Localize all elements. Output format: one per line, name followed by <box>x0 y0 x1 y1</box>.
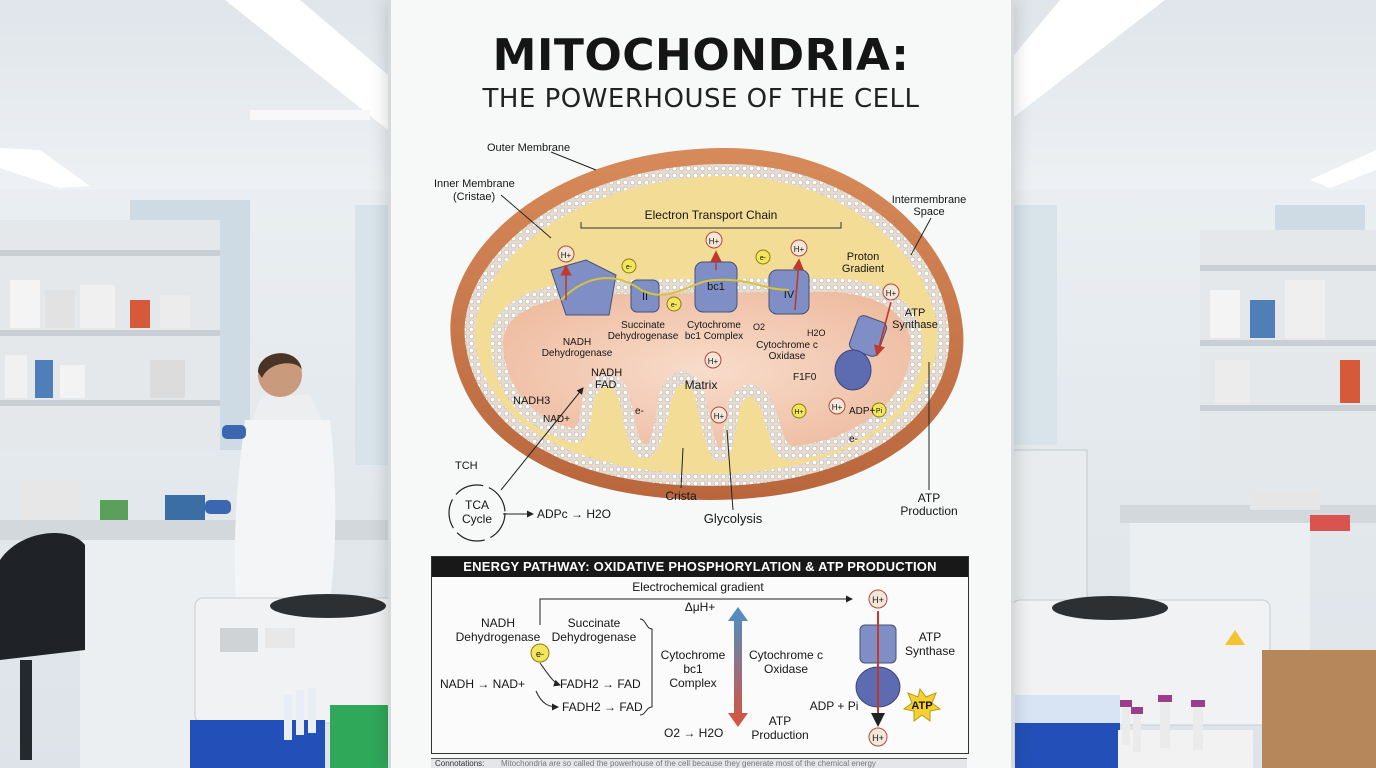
atp-production-label: ATP <box>918 491 940 505</box>
atp-synthase-label: ATP <box>905 307 926 319</box>
svg-text:Oxidase: Oxidase <box>764 662 808 676</box>
cytochrome-bc1-label: Cytochrome <box>687 320 741 331</box>
complex-iv-cytochrome-c-oxidase: IV <box>769 270 809 314</box>
svg-text:Gradient: Gradient <box>842 263 884 275</box>
f1f0-label: F1F0 <box>793 372 817 383</box>
svg-text:Dehydrogenase: Dehydrogenase <box>552 630 637 644</box>
svg-text:Synthase: Synthase <box>905 644 955 658</box>
svg-text:H+: H+ <box>708 357 719 366</box>
nadh3-label: NADH3 <box>513 395 550 407</box>
footer-label: Connotations: <box>435 759 484 768</box>
cardboard-boxes <box>1262 650 1376 768</box>
svg-text:e-: e- <box>849 434 858 445</box>
svg-text:bc1 Complex: bc1 Complex <box>685 331 743 342</box>
svg-text:e-: e- <box>760 255 767 262</box>
svg-text:Dehydrogenase: Dehydrogenase <box>608 331 679 342</box>
panel-atp-synthase <box>856 611 900 725</box>
tca-cycle: TCA Cycle <box>449 485 505 541</box>
panel-proton-top: H+ <box>872 595 884 605</box>
panel-succinate-dh-label: Succinate <box>568 616 621 630</box>
svg-text:H+: H+ <box>794 245 805 254</box>
svg-text:H+: H+ <box>832 403 843 412</box>
fad-label: FAD <box>595 379 616 391</box>
outer-membrane-label: Outer Membrane <box>487 142 570 154</box>
svg-text:Space: Space <box>913 206 944 218</box>
svg-text:Production: Production <box>751 728 808 742</box>
nadh-label: NADH <box>591 367 622 379</box>
svg-text:Dehydrogenase: Dehydrogenase <box>456 630 541 644</box>
glycolysis-label: Glycolysis <box>704 511 763 526</box>
svg-text:e-: e- <box>635 406 644 417</box>
panel-atp-synthase-label: ATP <box>919 630 941 644</box>
crista-label: Crista <box>665 489 697 503</box>
adp-pi-label: ADP+ <box>849 406 876 417</box>
mitochondrion-diagram: Electron Transport Chain II bc1 IV <box>391 130 1011 550</box>
panel-atp-production-label: ATP <box>769 714 791 728</box>
inner-membrane-label: Inner Membrane <box>434 178 515 190</box>
svg-text:Dehydrogenase: Dehydrogenase <box>542 348 613 359</box>
o2-to-h2o-label: O2 → H2O <box>664 726 723 740</box>
complex-bc1-label: bc1 <box>707 281 725 293</box>
shelves-right <box>1200 230 1376 480</box>
o2-label: O2 <box>753 322 765 332</box>
complex-ii-succinate-dehydrogenase: II <box>631 280 659 312</box>
svg-text:Cycle: Cycle <box>462 512 492 526</box>
atp-label: ATP <box>911 700 932 712</box>
svg-text:Synthase: Synthase <box>892 319 938 331</box>
nad-plus-label: NAD+ <box>543 414 570 425</box>
svg-text:e-: e- <box>671 302 678 309</box>
succinate-dehydrogenase-label: Succinate <box>621 320 665 331</box>
tca-label: TCA <box>465 498 489 512</box>
mitochondria-poster: MITOCHONDRIA: THE POWERHOUSE OF THE CELL <box>388 0 1014 768</box>
proton-gradient-label: Proton <box>847 251 879 263</box>
poster-subtitle: THE POWERHOUSE OF THE CELL <box>391 84 1011 114</box>
panel-cyt-bc1-label: Cytochrome <box>661 648 726 662</box>
adp-h2o-label: ADPc → H2O <box>537 507 611 521</box>
energy-pathway-header: ENERGY PATHWAY: OXIDATIVE PHOSPHORYLATIO… <box>432 557 968 577</box>
energy-pathway-panel: ENERGY PATHWAY: OXIDATIVE PHOSPHORYLATIO… <box>431 556 969 754</box>
fadh2-fad-label-1: FADH2 → FAD <box>560 677 641 691</box>
matrix-label: Matrix <box>685 378 718 392</box>
window-right <box>1012 205 1057 445</box>
svg-text:bc1: bc1 <box>683 662 703 676</box>
panel-cyt-c-ox-label: Cytochrome c <box>749 648 823 662</box>
poster-title: MITOCHONDRIA: <box>391 30 1011 81</box>
panel-electron: e- <box>536 649 544 659</box>
svg-text:H+: H+ <box>714 412 725 421</box>
svg-text:e-: e- <box>626 264 633 271</box>
energy-pathway-diagram: Electrochemical gradient ΔμH+ NADH Dehyd… <box>432 577 968 753</box>
svg-text:H+: H+ <box>794 409 803 416</box>
svg-text:Production: Production <box>900 504 957 518</box>
svg-text:Oxidase: Oxidase <box>769 351 806 362</box>
fadh2-fad-label-2: FADH2 → FAD <box>562 700 643 714</box>
h2o-label: H2O <box>807 328 826 338</box>
poster-footer: Connotations: Mitochondria are so called… <box>431 758 967 768</box>
svg-text:H+: H+ <box>886 289 897 298</box>
shelves-left <box>0 220 220 450</box>
cytochrome-c-oxidase-label: Cytochrome c <box>756 340 818 351</box>
panel-proton-bottom: H+ <box>872 733 884 743</box>
nadh-dehydrogenase-label: NADH <box>563 337 591 348</box>
panel-nadh-dh-label: NADH <box>481 616 515 630</box>
delta-mu-label: ΔμH+ <box>685 600 716 614</box>
etc-label: Electron Transport Chain <box>645 208 778 222</box>
svg-text:H+: H+ <box>561 251 572 260</box>
svg-text:Pi: Pi <box>876 408 883 415</box>
svg-text:H+: H+ <box>709 237 720 246</box>
svg-text:(Cristae): (Cristae) <box>453 191 495 203</box>
intermembrane-space-label: Intermembrane <box>892 194 967 206</box>
panel-adp-pi-label: ADP + Pi <box>810 699 859 713</box>
tch-label: TCH <box>455 460 478 472</box>
electrochemical-gradient-label: Electrochemical gradient <box>632 580 764 594</box>
svg-text:Complex: Complex <box>669 676 716 690</box>
nadh-to-nad-label: NADH → NAD+ <box>440 677 525 691</box>
gradient-arrow <box>728 607 748 727</box>
footer-text: Mitochondria are so called the powerhous… <box>501 759 876 768</box>
centrifuge-left <box>195 594 395 723</box>
